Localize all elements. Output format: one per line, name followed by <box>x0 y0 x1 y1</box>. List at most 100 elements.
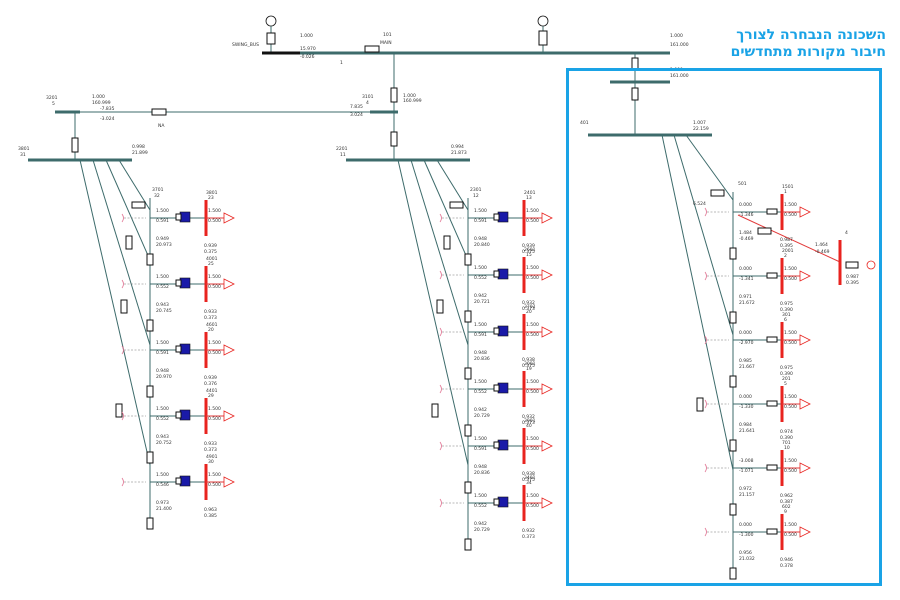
breaker-icon[interactable] <box>493 384 500 392</box>
load-icon[interactable] <box>223 410 235 422</box>
generator-icon[interactable] <box>537 15 549 27</box>
transformer-icon[interactable] <box>71 137 79 153</box>
breaker-icon[interactable] <box>766 528 778 535</box>
load-icon[interactable] <box>541 383 553 395</box>
node-id: 4601 <box>206 322 218 328</box>
transformer-icon[interactable] <box>464 310 472 323</box>
node-va: 0.373 <box>522 534 535 540</box>
load-icon[interactable] <box>541 269 553 281</box>
breaker-icon[interactable] <box>493 270 500 278</box>
transformer-icon[interactable] <box>120 299 128 314</box>
breaker-icon[interactable] <box>175 279 182 287</box>
feeder-node[interactable]: 150111.5000.5000.9870.3950.000-1.3461.48… <box>704 184 811 260</box>
load-icon[interactable] <box>541 212 553 224</box>
sub-3701-label: 32 <box>154 193 160 199</box>
transformer-icon[interactable] <box>464 538 472 551</box>
transformer-icon[interactable] <box>464 424 472 437</box>
bus-3101-q2: 3.024 <box>350 112 363 118</box>
breaker-icon[interactable] <box>151 108 167 116</box>
feeder-node[interactable]: 4001251.5000.5000.9330.3731.5000.5520.94… <box>121 256 235 332</box>
feeder-node[interactable]: 60291.5000.5000.9460.3780.000-1.3000.956… <box>704 504 811 580</box>
load-icon[interactable] <box>799 526 811 538</box>
load-icon[interactable] <box>799 398 811 410</box>
transformer-icon[interactable] <box>464 253 472 266</box>
breaker-icon[interactable] <box>766 464 778 471</box>
feeder-node[interactable]: 3001191.5000.5000.9320.3731.5000.5520.94… <box>439 361 553 437</box>
load-icon[interactable] <box>799 270 811 282</box>
transformer-icon[interactable] <box>146 517 154 530</box>
node-vm: 0.975 <box>780 365 793 371</box>
feeder-node[interactable]: 3702201.5000.5000.9380.3751.5000.5910.94… <box>439 304 553 380</box>
load-icon[interactable] <box>799 334 811 346</box>
feeder-node[interactable]: 4901301.5000.5000.9630.3851.5000.5460.97… <box>121 454 235 530</box>
transformer-icon[interactable] <box>390 131 398 147</box>
breaker-icon[interactable] <box>175 213 182 221</box>
feeder-node[interactable]: 4401291.5000.5000.9330.3731.5000.5520.94… <box>121 388 235 464</box>
transformer-icon[interactable] <box>464 481 472 494</box>
transformer-icon[interactable] <box>125 235 133 250</box>
breaker-icon[interactable] <box>131 201 146 209</box>
transformer-icon[interactable] <box>443 235 451 250</box>
feeder-node[interactable]: 3801231.5000.5000.9390.3751.5000.5910.94… <box>121 190 235 266</box>
feeder-node[interactable]: 30161.5000.5000.9750.3900.000-2.9700.985… <box>704 312 811 388</box>
breaker-icon[interactable] <box>493 213 500 221</box>
feeder-node[interactable]: 2601151.5000.5000.9320.3731.5000.5520.94… <box>439 247 553 323</box>
node-name: 10 <box>784 445 790 451</box>
transformer-icon[interactable] <box>146 319 154 332</box>
node-name: 25 <box>208 261 214 267</box>
breaker-icon[interactable] <box>493 327 500 335</box>
load-icon[interactable] <box>223 278 235 290</box>
transformer-icon[interactable] <box>146 385 154 398</box>
transformer-icon[interactable] <box>266 32 276 45</box>
feeder-node[interactable]: 4601201.5000.5000.9390.3761.5000.5910.94… <box>121 322 235 398</box>
load-icon[interactable] <box>541 440 553 452</box>
feeder-node[interactable]: 20151.5000.5000.9740.3900.000-1.3300.984… <box>704 376 811 452</box>
feeder-node[interactable]: 2401131.5000.5000.9390.3751.5000.5910.94… <box>439 190 553 266</box>
breaker-icon[interactable] <box>493 498 500 506</box>
transformer-icon[interactable] <box>146 253 154 266</box>
breaker-icon[interactable] <box>766 272 778 279</box>
generator-icon[interactable] <box>265 15 277 27</box>
transformer-icon[interactable] <box>146 451 154 464</box>
breaker-icon[interactable] <box>766 400 778 407</box>
transformer-icon[interactable] <box>696 397 704 412</box>
transformer-icon[interactable] <box>729 375 737 388</box>
feeder-node[interactable]: 200121.5000.5000.9750.3900.000-1.3410.97… <box>704 248 811 324</box>
transformer-icon[interactable] <box>464 367 472 380</box>
feeder-node[interactable]: 3401341.5000.5000.9320.3731.5000.5520.94… <box>439 475 553 551</box>
breaker-icon[interactable] <box>175 411 182 419</box>
transformer-icon[interactable] <box>729 247 737 260</box>
breaker-icon[interactable] <box>845 261 859 269</box>
transformer-icon[interactable] <box>431 403 439 418</box>
load-p: 1.500 <box>784 330 797 336</box>
transformer-icon[interactable] <box>729 439 737 452</box>
load-icon[interactable] <box>223 476 235 488</box>
load-icon[interactable] <box>799 462 811 474</box>
breaker-icon[interactable] <box>766 336 778 343</box>
breaker-icon[interactable] <box>493 441 500 449</box>
transformer-icon[interactable] <box>631 87 639 101</box>
load-icon[interactable] <box>223 212 235 224</box>
load-icon[interactable] <box>541 326 553 338</box>
transformer-icon[interactable] <box>436 299 444 314</box>
transformer-icon[interactable] <box>729 567 737 580</box>
breaker-icon[interactable] <box>766 208 778 215</box>
breaker-icon[interactable] <box>757 227 772 235</box>
node-id: 602 <box>782 504 791 510</box>
breaker-icon[interactable] <box>364 45 380 53</box>
transformer-icon[interactable] <box>729 503 737 516</box>
transformer-icon[interactable] <box>538 30 548 46</box>
feeder-node[interactable]: 701101.5000.5000.9620.387-3.008-1.0710.9… <box>704 440 811 516</box>
load-icon[interactable] <box>799 206 811 218</box>
feeder-node[interactable]: 3901401.5000.5000.9380.3751.5000.5910.94… <box>439 418 553 494</box>
generator-icon[interactable] <box>866 260 876 270</box>
breaker-icon[interactable] <box>175 345 182 353</box>
transformer-icon[interactable] <box>729 311 737 324</box>
load-icon[interactable] <box>541 497 553 509</box>
breaker-icon[interactable] <box>710 189 725 197</box>
breaker-icon[interactable] <box>449 201 464 209</box>
load-icon[interactable] <box>223 344 235 356</box>
transformer-icon[interactable] <box>390 87 398 103</box>
transformer-icon[interactable] <box>115 403 123 418</box>
breaker-icon[interactable] <box>175 477 182 485</box>
